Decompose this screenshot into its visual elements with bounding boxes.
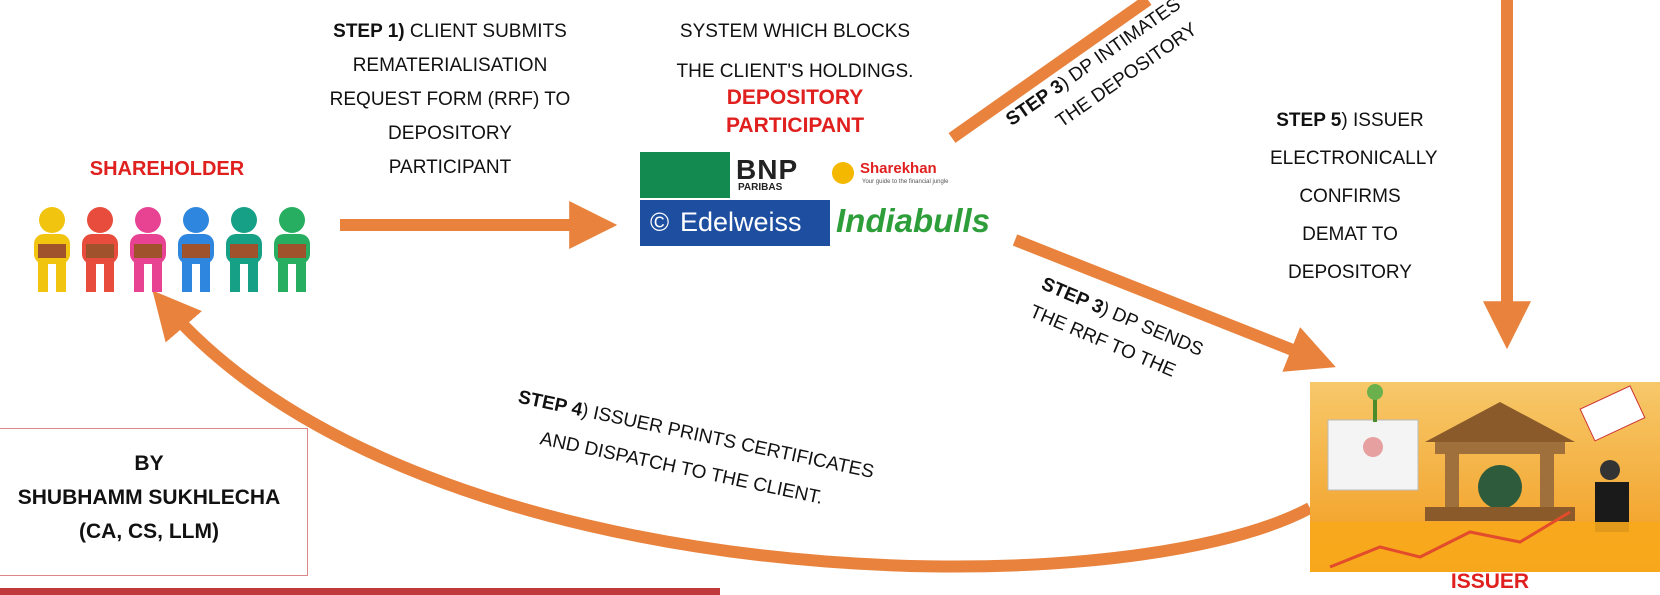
step5-line4: DEMAT TO xyxy=(1302,224,1398,245)
step1-line1: CLIENT SUBMITS xyxy=(409,21,567,42)
step1-line5: PARTICIPANT xyxy=(388,157,512,178)
shareholder-label: SHAREHOLDER xyxy=(89,158,245,180)
sharekhan-logo: Sharekhan Your guide to the financial ju… xyxy=(832,158,1007,196)
bank-building-icon xyxy=(1310,384,1660,572)
step4-prefix: STEP 4 xyxy=(516,386,585,421)
byline-line2: SHUBHAMM SUKHLECHA xyxy=(17,486,281,509)
step2-line1: SYSTEM WHICH BLOCKS xyxy=(679,21,911,42)
step5-text: STEP 5) ISSUER ELECTRONICALLY CONFIRMS D… xyxy=(1270,102,1438,292)
step5-prefix: STEP 5 xyxy=(1276,110,1342,131)
dp-logos: BNP PARIBAS Sharekhan Your guide to the … xyxy=(640,152,1007,252)
step1-line2: REMATERIALISATION xyxy=(352,55,548,76)
step1-text: STEP 1) CLIENT SUBMITS REMATERIALISATION… xyxy=(300,15,600,185)
arrow-step3-depository xyxy=(948,0,1152,143)
sharekhan-tagline: Your guide to the financial jungle xyxy=(862,179,949,185)
edelweiss-logo: © Edelweiss xyxy=(640,200,830,246)
dp-label-line2: PARTICIPANT xyxy=(725,114,865,137)
byline-line3: (CA, CS, LLM) xyxy=(79,520,219,543)
sharekhan-icon xyxy=(832,162,854,184)
people-icon xyxy=(34,207,310,292)
edelweiss-mark-icon: © xyxy=(650,207,670,237)
bnp-paribas-text: BNP PARIBAS xyxy=(732,152,832,198)
step1-line3: REQUEST FORM (RRF) TO xyxy=(329,89,571,110)
step5-line3: CONFIRMS xyxy=(1299,186,1401,207)
step1-prefix: STEP 1) xyxy=(333,21,405,42)
indiabulls-logo: Indiabulls xyxy=(836,202,991,239)
byline-box: BY SHUBHAMM SUKHLECHA (CA, CS, LLM) xyxy=(0,428,308,576)
issuer-illustration xyxy=(1310,382,1660,572)
sharekhan-name: Sharekhan xyxy=(860,160,937,177)
byline-line1: BY xyxy=(134,452,164,475)
step5-line1: ) ISSUER xyxy=(1341,110,1424,131)
step5-line5: DEPOSITORY xyxy=(1288,262,1412,283)
arrow-step4 xyxy=(152,290,1313,573)
bnp-main: BNP xyxy=(736,154,799,185)
edelweiss-text: Edelweiss xyxy=(680,207,802,237)
step2-line2: THE CLIENT'S HOLDINGS. xyxy=(676,61,914,82)
step5-line2: ELECTRONICALLY xyxy=(1270,148,1438,169)
bnp-sub: PARIBAS xyxy=(738,182,783,193)
dp-label: DEPOSITORY PARTICIPANT xyxy=(660,84,930,140)
step1-line4: DEPOSITORY xyxy=(388,123,512,144)
step2-text: SYSTEM WHICH BLOCKS THE CLIENT'S HOLDING… xyxy=(640,12,950,92)
bnp-paribas-logo xyxy=(640,152,730,198)
dp-label-line1: DEPOSITORY xyxy=(726,86,864,109)
bottom-bar xyxy=(0,588,720,595)
arrow-step3-issuer xyxy=(1012,234,1336,372)
issuer-label: ISSUER xyxy=(1450,570,1530,593)
